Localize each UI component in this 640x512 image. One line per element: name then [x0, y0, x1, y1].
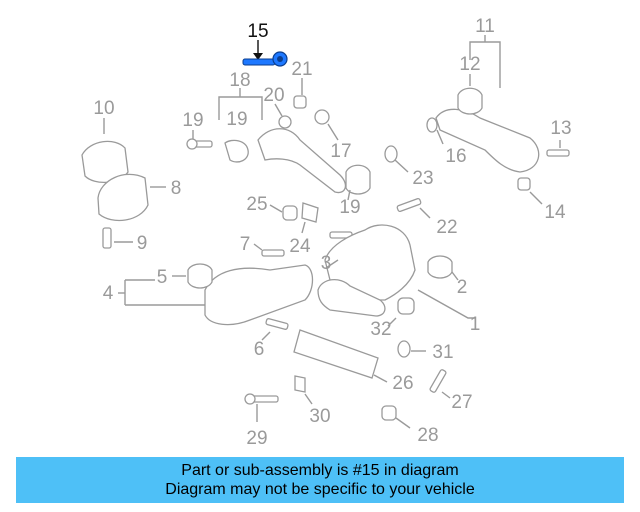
part-33-nut: [387, 297, 415, 327]
part-2-bushing: [417, 255, 476, 319]
callout-2: 2: [457, 277, 468, 298]
callout-10: 10: [93, 98, 114, 119]
part-3-knuckle: [317, 224, 416, 317]
callout-6: 6: [254, 339, 265, 360]
callout-20: 19: [182, 110, 203, 131]
callout-8: 8: [171, 178, 182, 199]
callout-23: 22: [436, 217, 457, 238]
part-15-bolt[interactable]: [242, 40, 288, 67]
callout-32: 31: [432, 342, 453, 363]
callout-19-a: 19: [226, 109, 247, 130]
callout-9: 9: [137, 233, 148, 254]
part-24-washer: [384, 145, 409, 173]
callout-4: 4: [103, 283, 114, 304]
part-21-ring: [274, 103, 292, 129]
callout-16: 16: [445, 146, 466, 167]
callout-7: 7: [240, 234, 251, 255]
info-banner: Part or sub-assembly is #15 in diagram D…: [16, 457, 624, 503]
part-18-arm: [218, 88, 347, 194]
callout-25: 24: [289, 236, 311, 257]
part-16-ring: [426, 117, 444, 145]
part-27-link: [293, 329, 388, 383]
part-7-bolt: [253, 243, 285, 257]
callout-22: 21: [291, 59, 312, 80]
part-5-bushing: [172, 263, 213, 289]
part-29-nut: [381, 405, 411, 429]
part-32-washer: [397, 340, 426, 358]
callout-15: 15: [247, 21, 268, 42]
part-14-nut: [517, 177, 543, 205]
parts-diagram: 15 18 19 20 21 17 19 19 10: [81, 16, 572, 449]
part-28-bolt: [429, 369, 451, 399]
callout-28: 27: [451, 392, 472, 413]
part-19-bushing: [345, 164, 371, 201]
callout-5: 5: [157, 267, 168, 288]
callout-21: 20: [263, 85, 284, 106]
callout-12: 12: [459, 54, 480, 75]
part-22-nut: [293, 78, 307, 109]
part-17-nut: [314, 109, 339, 141]
callout-31: 30: [309, 406, 330, 427]
part-8-bracket: [97, 173, 166, 222]
banner-line-1: Part or sub-assembly is #15 in diagram: [181, 462, 459, 479]
callout-26: 25: [246, 194, 267, 215]
callout-24: 23: [412, 168, 433, 189]
callout-13: 13: [550, 118, 571, 139]
callout-18: 18: [229, 70, 250, 91]
callout-14: 14: [544, 202, 566, 223]
callout-27: 26: [392, 373, 413, 394]
part-25-clip: [301, 202, 319, 234]
banner-line-2: Diagram may not be specific to your vehi…: [165, 481, 475, 498]
part-4-lower-arm: [118, 264, 314, 326]
callout-33: 32: [370, 319, 391, 340]
part-9-bolt: [102, 227, 133, 249]
part-30-bolt: [244, 393, 279, 422]
callout-29: 28: [417, 425, 438, 446]
part-13-bolt: [546, 140, 570, 157]
callout-30: 29: [246, 428, 267, 449]
callout-11: 11: [475, 16, 495, 37]
part-6-bolt: [261, 318, 289, 341]
part-31-clip: [294, 375, 313, 405]
part-26-nut: [269, 204, 298, 221]
part-10-mount: [81, 118, 129, 183]
part-12-bushing: [457, 74, 483, 115]
callout-arrow-15: [253, 53, 263, 60]
part-23-bolt: [396, 197, 431, 219]
part-20-bolt: [186, 130, 213, 150]
callout-17: 17: [330, 141, 351, 162]
callout-3: 3: [321, 253, 332, 274]
callout-1: 1: [470, 314, 481, 335]
callout-19-b: 19: [339, 197, 360, 218]
